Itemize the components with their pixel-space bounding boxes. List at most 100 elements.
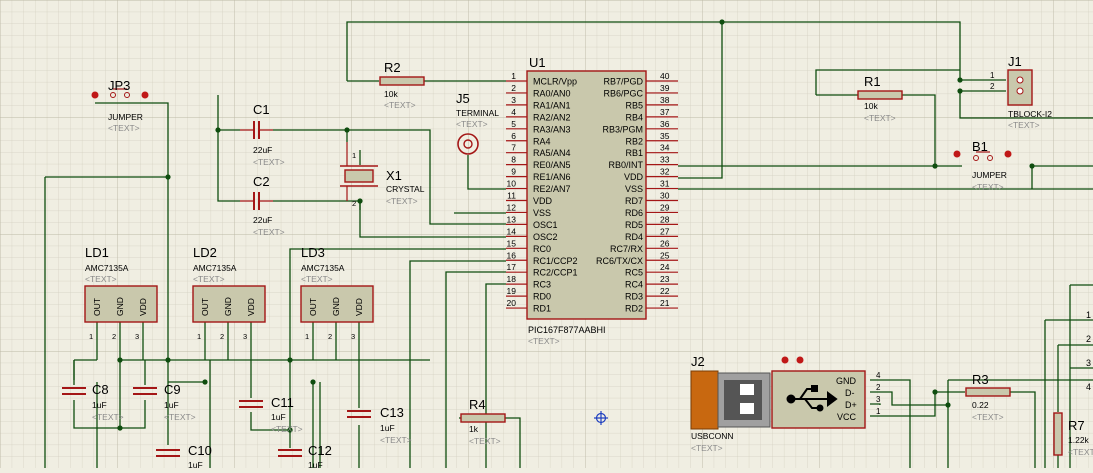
regulator-ld3[interactable]: LD3 AMC7135A <TEXT> OUT GND VDD 1 2 3 (300, 245, 374, 341)
tblock-j1[interactable]: J1 1 2 TBLOCK-I2 <TEXT> (990, 54, 1052, 130)
j5-ref: J5 (456, 91, 470, 106)
right-pin-2: 2 (1086, 334, 1091, 344)
j1-pin-2: 2 (990, 82, 995, 91)
u1-left-pin-label: RE0/AN5 (533, 160, 571, 170)
u1-right-pin-label: RC6/TX/CX (596, 256, 643, 266)
u1-right-pin-label: RD7 (625, 196, 643, 206)
ld1-pin-gnd: GND (115, 297, 125, 316)
c8-placeholder: <TEXT> (92, 412, 124, 422)
u1-left-pin-number: 2 (511, 83, 516, 93)
r2-value: 10k (384, 89, 398, 99)
b1-ref: B1 (972, 139, 988, 154)
ld3-ref: LD3 (301, 245, 325, 260)
u1-left-pin-label: RA0/AN0 (533, 88, 571, 98)
ld3-pinnum-3: 3 (351, 332, 355, 341)
jp3-value: JUMPER (108, 112, 143, 122)
u1-left-pin-number: 11 (507, 191, 516, 201)
capacitor-c12[interactable]: C12 1uF (278, 443, 332, 470)
usb-connector-j2[interactable]: J2 USBCONN <TEXT> GND D- D+ VCC 4 2 3 1 (690, 354, 881, 453)
jumper-jp3[interactable]: JP3 JUMPER <TEXT> (91, 78, 149, 133)
j2-pin-num-2: 2 (876, 383, 881, 392)
u1-left-pin-label: RA5/AN4 (533, 148, 571, 158)
wires (44, 21, 1093, 468)
ld1-pinnum-3: 3 (135, 332, 139, 341)
ld1-placeholder: <TEXT> (85, 274, 117, 284)
jumper-b1[interactable]: B1 JUMPER <TEXT> (953, 139, 1012, 192)
c11-placeholder: <TEXT> (271, 424, 303, 434)
u1-left-pin-label: RC2/CCP1 (533, 268, 578, 278)
r3-value: 0.22 (972, 400, 989, 410)
u1-part: PIC167F877AABHI (528, 325, 606, 335)
c2-ref: C2 (253, 174, 270, 189)
capacitor-c10[interactable]: C10 1uF (156, 443, 212, 470)
resistor-r7[interactable]: R7 1.22k <TEXT> (1053, 412, 1093, 457)
c12-ref: C12 (308, 443, 332, 458)
c2-placeholder: <TEXT> (253, 227, 285, 237)
r3-placeholder: <TEXT> (972, 412, 1004, 422)
ld2-pinnum-3: 3 (243, 332, 247, 341)
u1-left-pin-number: 14 (507, 226, 517, 236)
u1-left-pin-number: 19 (507, 286, 517, 296)
capacitor-c1[interactable]: C1 22uF <TEXT> (240, 102, 285, 167)
r4-value: 1k (469, 424, 479, 434)
r3-ref: R3 (972, 372, 989, 387)
u1-left-pin-number: 17 (507, 262, 517, 272)
terminal-j5[interactable]: J5 TERMINAL <TEXT> (456, 91, 499, 155)
u1-left-pin-label: RA4 (533, 136, 551, 146)
u1-left-pin-number: 13 (507, 214, 517, 224)
u1-right-pin-label: RC4 (625, 280, 643, 290)
u1-right-pin-number: 36 (660, 119, 670, 129)
ld2-pin-gnd: GND (223, 297, 233, 316)
u1-right-pin-label: RB6/PGC (603, 88, 643, 98)
u1-right-pin-label: VSS (625, 184, 643, 194)
c8-value: 1uF (92, 400, 107, 410)
crystal-x1[interactable]: 1 2 X1 CRYSTAL <TEXT> (340, 142, 425, 208)
capacitor-c13[interactable]: C13 1uF <TEXT> (347, 405, 412, 445)
c1-value: 22uF (253, 145, 272, 155)
right-pin-3: 3 (1086, 358, 1091, 368)
r2-ref: R2 (384, 60, 401, 75)
x1-pin-2: 2 (352, 199, 356, 208)
u1-right-pin-number: 31 (660, 179, 670, 189)
regulator-ld1[interactable]: LD1 AMC7135A <TEXT> OUT GND VDD 1 2 3 (84, 245, 158, 341)
u1-right-pin-label: RB1 (625, 148, 643, 158)
jp3-ref: JP3 (108, 78, 130, 93)
u1-left-pin-label: OSC1 (533, 220, 558, 230)
u1-placeholder: <TEXT> (528, 336, 560, 346)
ld2-pin-out: OUT (200, 298, 210, 316)
resistor-r4[interactable]: R4 1k <TEXT> (460, 397, 506, 446)
u1-right-pin-label: RB7/PGD (603, 77, 643, 87)
j1-value: TBLOCK-I2 (1008, 109, 1052, 119)
resistor-r1[interactable]: R1 10k <TEXT> (857, 74, 903, 123)
ld2-placeholder: <TEXT> (193, 274, 225, 284)
regulator-ld2[interactable]: LD2 AMC7135A <TEXT> OUT GND VDD 1 2 3 (192, 245, 266, 341)
u1-microcontroller[interactable]: U1 PIC167F877AABHI <TEXT> 1MCLR/Vpp2RA0/… (506, 55, 678, 346)
x1-placeholder: <TEXT> (386, 196, 418, 206)
u1-right-pin-label: RB3/PGM (602, 124, 643, 134)
c13-ref: C13 (380, 405, 404, 420)
ld1-ref: LD1 (85, 245, 109, 260)
b1-placeholder: <TEXT> (972, 182, 1004, 192)
u1-left-pin-number: 16 (507, 250, 517, 260)
u1-right-pin-label: RB4 (625, 112, 643, 122)
c9-value: 1uF (164, 400, 179, 410)
u1-right-pin-label: RD5 (625, 220, 643, 230)
ld2-ref: LD2 (193, 245, 217, 260)
capacitor-c8[interactable]: C8 1uF <TEXT> (62, 382, 124, 422)
ld2-pinnum-2: 2 (220, 332, 224, 341)
resistor-r2[interactable]: R2 10k <TEXT> (379, 60, 425, 110)
ld3-pin-vdd: VDD (354, 298, 364, 316)
u1-right-pin-number: 24 (660, 262, 670, 272)
capacitor-c11[interactable]: C11 1uF <TEXT> (239, 395, 303, 434)
resistor-r3[interactable]: R3 0.22 <TEXT> (965, 372, 1011, 422)
c2-value: 22uF (253, 215, 272, 225)
capacitor-c2[interactable]: C2 22uF <TEXT> (240, 174, 285, 237)
u1-right-pin-number: 23 (660, 274, 670, 284)
u1-left-pin-number: 15 (507, 238, 517, 248)
capacitor-c9[interactable]: C9 1uF <TEXT> (133, 382, 196, 422)
u1-right-pin-label: RB0/INT (608, 160, 643, 170)
u1-left-pin-label: RC3 (533, 280, 551, 290)
u1-left-pin-label: OSC2 (533, 232, 558, 242)
r1-value: 10k (864, 101, 878, 111)
